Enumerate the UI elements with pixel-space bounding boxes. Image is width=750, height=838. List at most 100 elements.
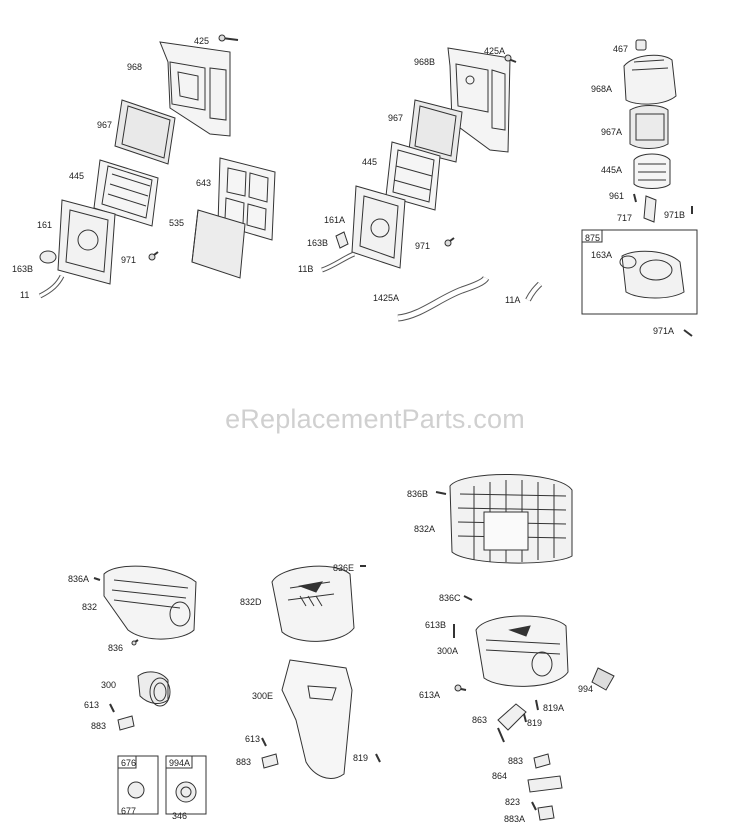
label-163A: 163A [591,250,613,260]
label-677: 677 [121,806,137,816]
grill-832A [449,474,573,564]
screw-836C [463,595,473,601]
cover-968B [447,47,511,153]
heat-shield-300E [281,659,353,779]
label-717: 717 [617,213,633,223]
label-832A: 832A [414,524,436,534]
screw-613 [109,703,115,713]
label-971b: 971 [415,241,431,251]
label-676: 676 [121,758,137,768]
label-613B: 613B [425,620,447,630]
pre-cleaner-967A [629,105,669,149]
label-883b: 883 [91,721,107,731]
filter-445 [93,159,159,227]
label-300A: 300A [437,646,459,656]
label-161: 161 [37,220,53,230]
screw-819 [523,713,527,723]
bracket-864 [527,775,563,793]
label-883: 883 [508,756,524,766]
label-823: 823 [505,797,521,807]
cover-968A [623,54,677,105]
screw-819A [535,699,539,711]
label-425A: 425A [484,46,506,56]
screw-819b [375,753,381,763]
label-961: 961 [609,191,625,201]
filter-445A [633,153,671,189]
filter-445b [385,141,441,211]
label-968B: 968B [414,57,436,67]
clamp-883 [117,715,135,731]
muffler-300A [475,615,569,687]
label-613b: 613 [245,734,261,744]
label-968: 968 [127,62,143,72]
tube-11 [38,274,65,299]
screw-971 [148,251,159,261]
tube-11A [525,281,543,302]
label-300: 300 [101,680,117,690]
label-445A: 445A [601,165,623,175]
screw-613b [261,737,267,747]
muffler-guard-832D [271,565,355,642]
label-467: 467 [613,44,629,54]
base-161 [57,199,116,285]
label-967b: 967 [388,113,404,123]
label-883c: 883 [236,757,252,767]
label-971B: 971B [664,210,686,220]
label-819A: 819A [543,703,565,713]
label-425: 425 [194,36,210,46]
label-535: 535 [169,218,185,228]
kit-676-box [117,755,159,815]
knob-467 [635,39,647,51]
label-643: 643 [196,178,212,188]
label-445b: 445 [362,157,378,167]
label-819: 819 [527,718,543,728]
label-836E: 836E [333,563,355,573]
bracket-863 [497,703,527,743]
gasket-163Bb [335,231,349,249]
screw-425A [504,54,517,63]
clamp-883 [533,753,551,769]
label-863: 863 [472,715,488,725]
label-832D: 832D [240,597,262,607]
screw-971b [444,237,455,247]
spark-arrestor-994 [591,667,615,691]
label-971A: 971A [653,326,675,336]
label-346: 346 [172,811,188,821]
bracket-717 [643,195,657,223]
label-1425A: 1425A [373,293,400,303]
label-11: 11 [20,290,30,300]
muffler-guard-832 [103,565,197,640]
label-832: 832 [82,602,98,612]
label-836A: 836A [68,574,90,584]
label-11A: 11A [505,295,521,305]
clamp-883A [537,805,555,821]
label-11B: 11B [298,264,314,274]
label-613A: 613A [419,690,441,700]
label-445: 445 [69,171,85,181]
nut-961 [633,193,637,203]
screw-836 [131,639,139,646]
label-967A: 967A [601,127,623,137]
housing-163A [619,250,685,299]
filter-535 [191,209,246,279]
label-161A: 161A [324,215,346,225]
label-836: 836 [108,643,124,653]
label-836C: 836C [439,593,461,603]
screw-613A [454,684,467,692]
label-994: 994 [578,684,594,694]
clamp-883c [261,753,279,769]
label-836B: 836B [407,489,429,499]
label-613: 613 [84,700,100,710]
screw-836B [435,491,447,495]
air-cleaner-cover-968 [159,41,231,137]
label-971: 971 [121,255,137,265]
pre-cleaner-967b [408,99,463,163]
watermark-text: eReplacementParts.com [225,404,525,434]
label-300E: 300E [252,691,274,701]
gasket-163B [39,250,57,264]
label-163Bb: 163B [307,238,329,248]
label-864: 864 [492,771,508,781]
screw-836A [93,577,101,581]
